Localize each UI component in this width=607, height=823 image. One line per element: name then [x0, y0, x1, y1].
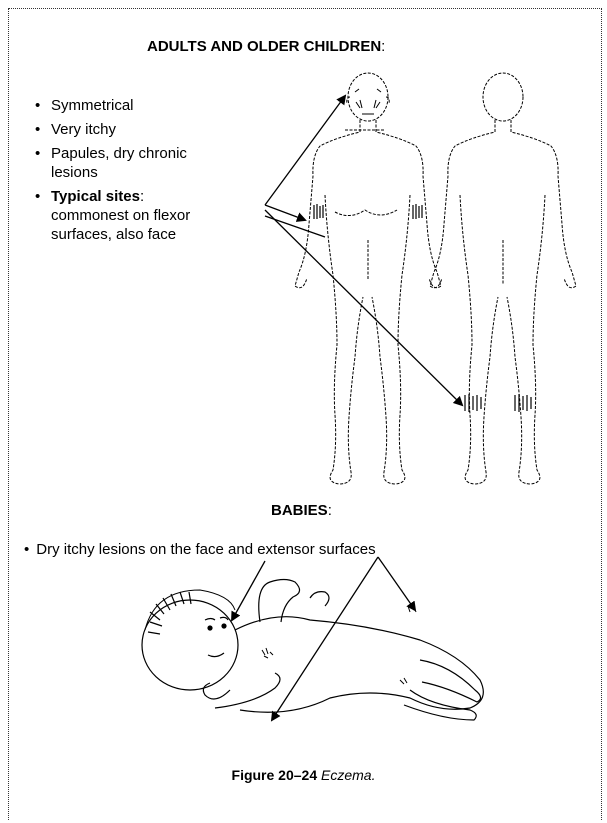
arrow-to-knee: [265, 210, 462, 405]
adult-elbow-lesions: [314, 204, 422, 219]
figure-caption-text: Eczema.: [321, 767, 375, 783]
arrow-to-baby-knee: [378, 557, 415, 610]
adult-knee-lesions: [465, 394, 531, 412]
figure-caption: Figure 20–24 Eczema.: [0, 767, 607, 783]
figure-number: Figure 20–24: [232, 767, 318, 783]
baby-arrows: [232, 557, 415, 720]
arrow-connector: [265, 216, 325, 237]
adult-arrows: [265, 96, 462, 405]
arrow-to-baby-elbow: [272, 557, 378, 720]
arrow-to-face: [265, 96, 345, 205]
arrow-to-baby-face: [232, 561, 265, 620]
adult-face-lesions: [355, 89, 381, 114]
adult-back-body-figure: [430, 73, 576, 484]
baby-figure: [142, 580, 483, 721]
